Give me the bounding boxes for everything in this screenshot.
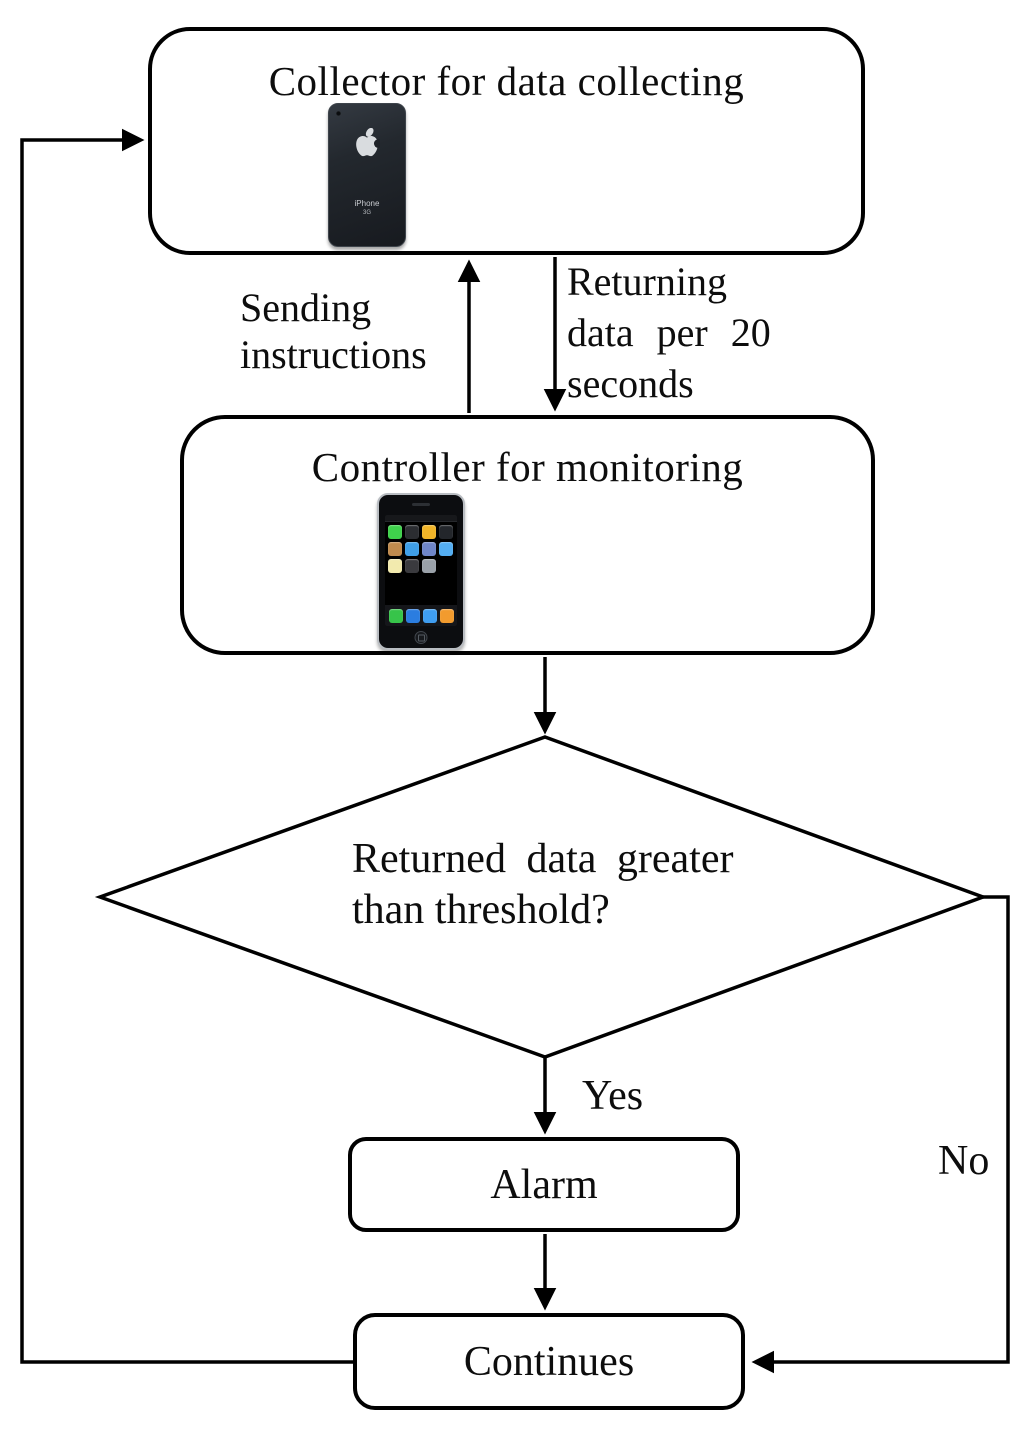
edge-decision-no-to-continues <box>751 895 1010 1374</box>
edge-label-returning: Returning data per 20 seconds <box>567 259 771 406</box>
app-icon <box>439 542 453 556</box>
app-icon <box>388 525 402 539</box>
continues-label: Continues <box>463 1338 635 1385</box>
home-button <box>414 631 428 644</box>
dock-app-icon <box>422 608 437 623</box>
continues-node: Continues <box>353 1313 745 1410</box>
app-icon <box>422 542 436 556</box>
phone-back-model-text: 3G <box>362 210 371 216</box>
collector-label: Collector for data collecting <box>268 58 745 104</box>
controller-node: Controller for monitoring <box>180 415 875 655</box>
alarm-label: Alarm <box>490 1161 598 1208</box>
app-icon-grid <box>385 522 457 573</box>
apple-logo-icon <box>356 128 380 157</box>
phone-back-brand-text: iPhone <box>354 199 380 208</box>
phone-screen <box>385 515 457 626</box>
edge-label-sending: Sending instructions <box>240 285 427 377</box>
app-icon <box>405 559 419 573</box>
app-icon <box>405 525 419 539</box>
earpiece <box>412 503 430 506</box>
iphone-back-icon: iPhone 3G <box>328 103 406 247</box>
edge-label-no: No <box>938 1138 990 1184</box>
alarm-node: Alarm <box>348 1137 740 1232</box>
decision-label: Returned data greater than threshold? <box>352 836 734 933</box>
app-icon <box>388 542 402 556</box>
dock-app-icon <box>388 608 403 623</box>
app-icon <box>439 525 453 539</box>
camera-dot <box>336 111 341 116</box>
edge-continues-to-collector <box>20 128 353 1364</box>
controller-label: Controller for monitoring <box>311 444 744 490</box>
collector-node: Collector for data collecting <box>148 27 865 255</box>
app-icon <box>422 525 436 539</box>
edge-label-yes: Yes <box>582 1073 644 1119</box>
dock-app-icon <box>439 608 454 623</box>
app-icon <box>422 559 436 573</box>
iphone-front-icon <box>377 493 465 650</box>
app-icon <box>388 559 402 573</box>
dock-app-icon <box>405 608 420 623</box>
status-bar <box>385 515 457 522</box>
app-icon <box>405 542 419 556</box>
app-dock <box>385 605 457 626</box>
